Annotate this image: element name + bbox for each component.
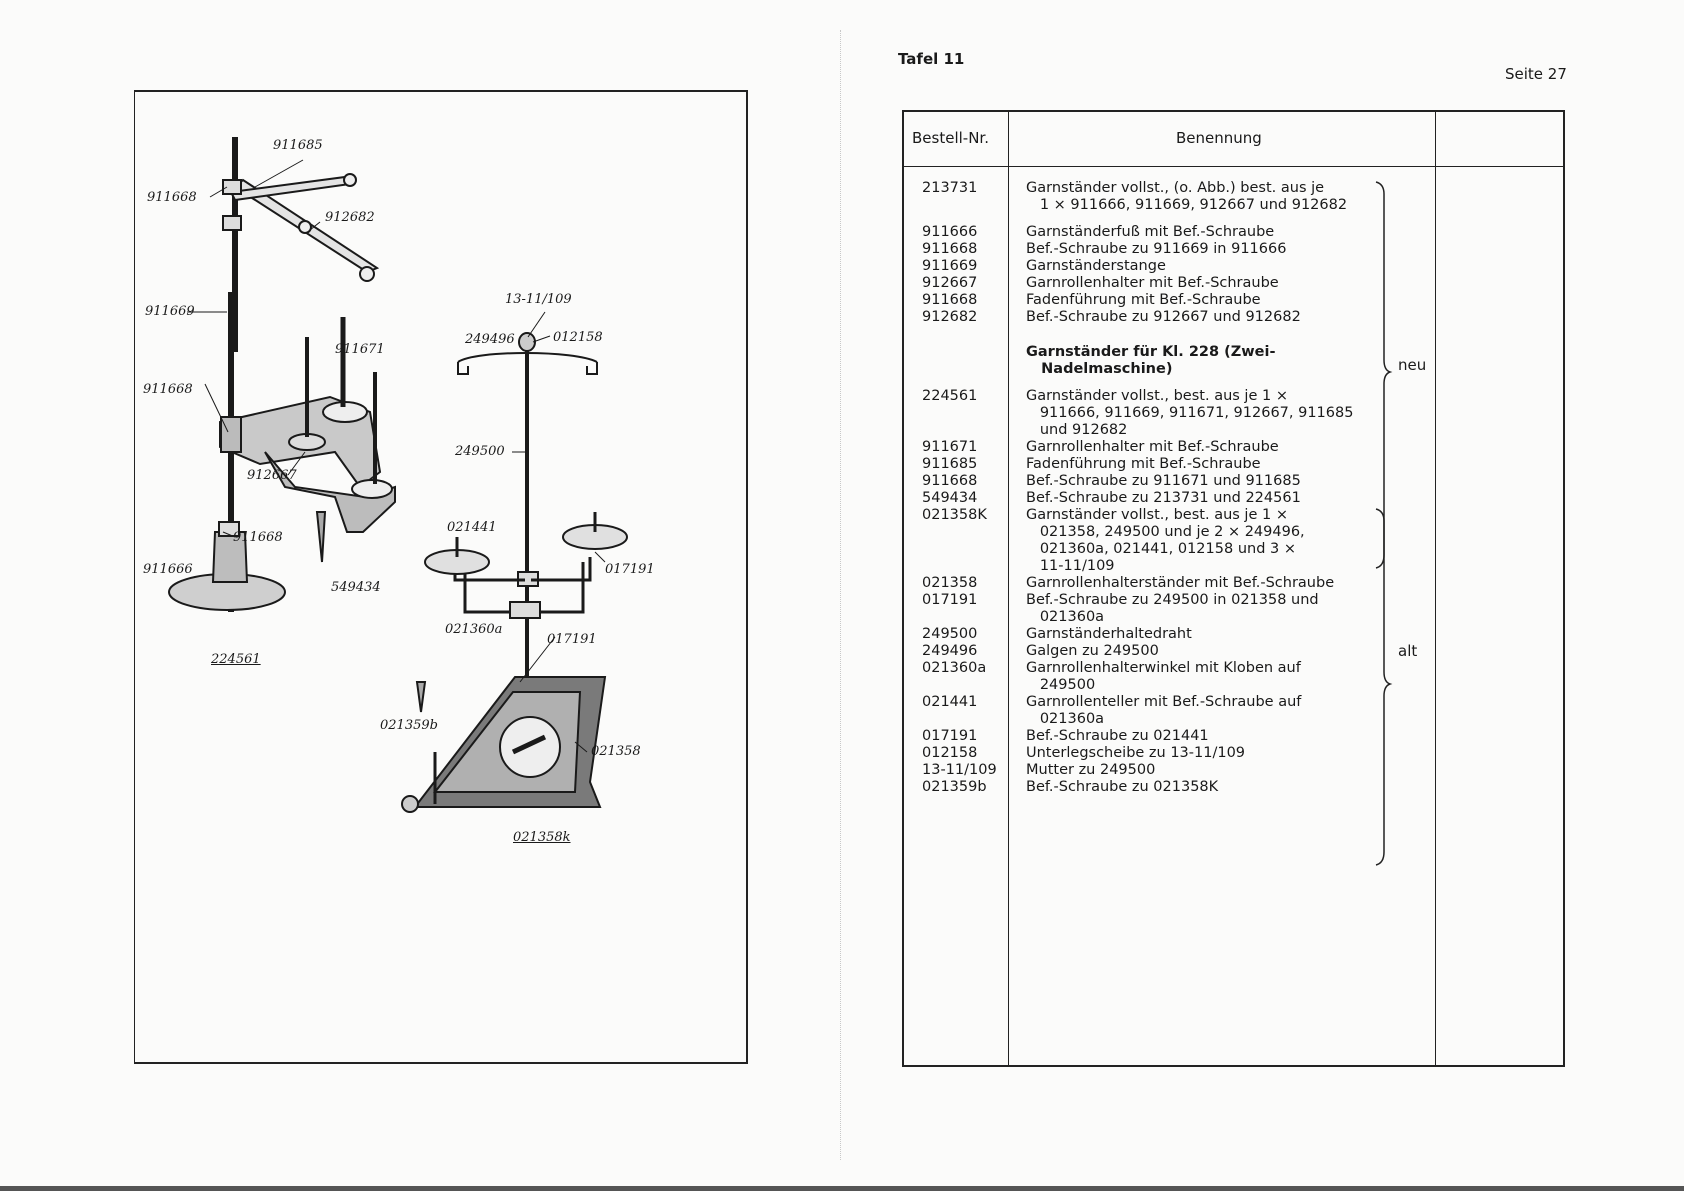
row-bestell-nr: 911668: [922, 473, 978, 489]
row-benennung: Bef.-Schraube zu 912667 und 912682: [1026, 309, 1301, 325]
label-549434: 549434: [331, 580, 381, 595]
label-021358: 021358: [591, 744, 641, 759]
row-bestell-nr: 912667: [922, 275, 978, 291]
parts-drawing-frame: 911685 911668 912682 911669 911671 91166…: [134, 90, 748, 1064]
row-benennung: Bef.-Schraube zu 213731 und 224561: [1026, 490, 1301, 506]
row-benennung: Bef.-Schraube zu 021358K: [1026, 779, 1219, 795]
row-bestell-nr: 012158: [922, 745, 978, 761]
row-bestell-nr: 911671: [922, 439, 978, 455]
row-benennung: Garnständer vollst., (o. Abb.) best. aus…: [1026, 180, 1348, 213]
header-divider: [904, 166, 1563, 167]
label-021441: 021441: [447, 520, 497, 535]
label-911668: 911668: [233, 530, 283, 545]
brace-alt: [1375, 508, 1393, 866]
row-bestell-nr: 911668: [922, 292, 978, 308]
row-bestell-nr: 021441: [922, 694, 978, 710]
label-911666: 911666: [143, 562, 193, 577]
label-249496: 249496: [465, 332, 515, 347]
row-benennung: Bef.-Schraube zu 911671 und 911685: [1026, 473, 1301, 489]
row-bestell-nr: 912682: [922, 309, 978, 325]
label-021360a: 021360a: [445, 622, 503, 637]
note-neu: neu: [1398, 356, 1427, 374]
column-header-bestell-nr: Bestell-Nr.: [912, 129, 989, 147]
tafel-heading: Tafel 11: [898, 50, 965, 68]
label-911671: 911671: [335, 342, 385, 357]
row-benennung: Garnrollenteller mit Bef.-Schraube auf 0…: [1026, 694, 1302, 727]
label-249500: 249500: [455, 444, 505, 459]
label-911669: 911669: [145, 304, 195, 319]
label-017191: 017191: [547, 632, 597, 647]
label-021358k: 021358k: [513, 830, 571, 845]
row-benennung: Mutter zu 249500: [1026, 762, 1156, 778]
label-224561: 224561: [211, 652, 261, 667]
scan-edge: [0, 1186, 1684, 1191]
label-021359b: 021359b: [380, 718, 438, 733]
row-bestell-nr: 911666: [922, 224, 978, 240]
row-benennung: Garnständer vollst., best. aus je 1 × 91…: [1026, 388, 1354, 438]
row-bestell-nr: 213731: [922, 180, 978, 196]
column-divider: [1008, 112, 1009, 1065]
label-912667: 912667: [247, 468, 297, 483]
row-benennung: Garnrollenhalter mit Bef.-Schraube: [1026, 439, 1279, 455]
row-benennung: Garnrollenhalterständer mit Bef.-Schraub…: [1026, 575, 1335, 591]
row-benennung: Garnrollenhalter mit Bef.-Schraube: [1026, 275, 1279, 291]
row-benennung: Unterlegscheibe zu 13-11/109: [1026, 745, 1246, 761]
row-bestell-nr: 021359b: [922, 779, 987, 795]
row-bestell-nr: 249500: [922, 626, 978, 642]
page-number: Seite 27: [1505, 65, 1567, 83]
row-benennung: Garnständer vollst., best. aus je 1 × 02…: [1026, 507, 1305, 574]
column-divider: [1435, 112, 1436, 1065]
label-911668: 911668: [147, 190, 197, 205]
row-bestell-nr: 224561: [922, 388, 978, 404]
row-bestell-nr: 021360a: [922, 660, 987, 676]
row-benennung: Bef.-Schraube zu 021441: [1026, 728, 1209, 744]
row-benennung: Bef.-Schraube zu 249500 in 021358 und 02…: [1026, 592, 1319, 625]
row-bestell-nr: 13-11/109: [922, 762, 997, 778]
column-header-benennung: Benennung: [1176, 129, 1262, 147]
parts-drawing: [168, 137, 628, 813]
label-13-11-109: 13-11/109: [505, 292, 572, 307]
row-bestell-nr: 017191: [922, 592, 978, 608]
row-benennung: Garnständerfuß mit Bef.-Schraube: [1026, 224, 1275, 240]
row-bestell-nr: 017191: [922, 728, 978, 744]
row-benennung: Fadenführung mit Bef.-Schraube: [1026, 292, 1261, 308]
label-912682: 912682: [325, 210, 375, 225]
row-benennung: Garnständerhaltedraht: [1026, 626, 1192, 642]
label-911685: 911685: [273, 138, 323, 153]
row-benennung: Garnständerstange: [1026, 258, 1166, 274]
row-benennung: Galgen zu 249500: [1026, 643, 1159, 659]
row-bestell-nr: 021358: [922, 575, 978, 591]
label-012158: 012158: [553, 330, 603, 345]
label-911668: 911668: [143, 382, 193, 397]
row-bestell-nr: 911668: [922, 241, 978, 257]
row-benennung: Bef.-Schraube zu 911669 in 911666: [1026, 241, 1287, 257]
row-bestell-nr: 549434: [922, 490, 978, 506]
section-heading: Garnständer für Kl. 228 (Zwei- Nadelmasc…: [1026, 344, 1276, 377]
row-bestell-nr: 911669: [922, 258, 978, 274]
row-benennung: Garnrollenhalterwinkel mit Kloben auf 24…: [1026, 660, 1301, 693]
row-benennung: Fadenführung mit Bef.-Schraube: [1026, 456, 1261, 472]
row-bestell-nr: 021358K: [922, 507, 987, 523]
label-017191: 017191: [605, 562, 655, 577]
page-fold: [840, 30, 842, 1160]
note-alt: alt: [1398, 642, 1418, 660]
row-bestell-nr: 911685: [922, 456, 978, 472]
row-bestell-nr: 249496: [922, 643, 978, 659]
